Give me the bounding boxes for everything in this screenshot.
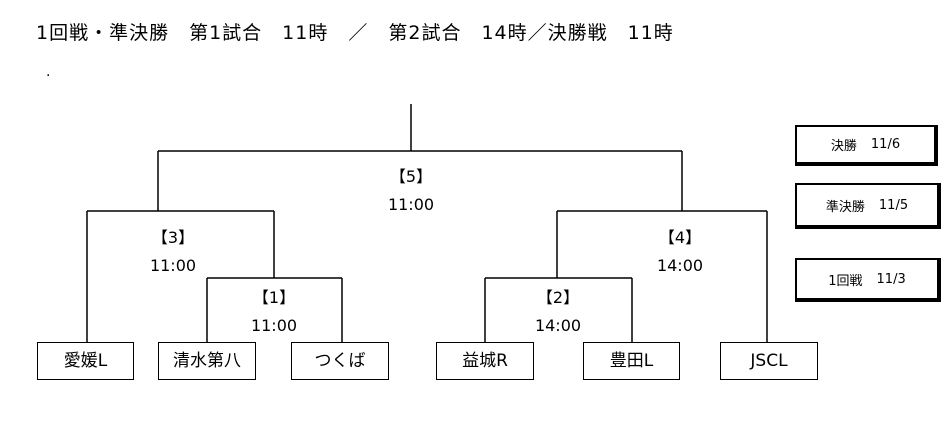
team-box-shimizu: 清水第八 bbox=[158, 342, 256, 380]
match-2-time: 14:00 bbox=[534, 316, 582, 335]
match-5-label: 【5】 bbox=[389, 167, 433, 186]
match-1-label: 【1】 bbox=[252, 288, 296, 307]
legend-final-round: 決勝 bbox=[830, 139, 857, 154]
team-box-jscl: JSCL bbox=[720, 342, 818, 380]
legend-round1-date: 11/3 bbox=[876, 271, 906, 287]
match-2-label: 【2】 bbox=[536, 288, 580, 307]
legend-semifinal-date: 11/5 bbox=[878, 197, 909, 213]
match-1: 【1】 11:00 bbox=[234, 284, 314, 340]
match-4-label: 【4】 bbox=[658, 228, 702, 247]
match-5-time: 11:00 bbox=[387, 195, 435, 214]
legend-final: 決勝 11/6 bbox=[795, 125, 938, 166]
match-2: 【2】 14:00 bbox=[518, 284, 598, 340]
match-4: 【4】 14:00 bbox=[640, 224, 720, 280]
legend-semifinal-round: 準決勝 bbox=[825, 199, 865, 215]
match-1-time: 11:00 bbox=[250, 316, 298, 335]
team-box-tsukuba: つくば bbox=[291, 342, 389, 380]
legend-round1: 1回戦 11/3 bbox=[795, 258, 941, 302]
match-3-label: 【3】 bbox=[151, 228, 195, 247]
stray-dot: . bbox=[46, 64, 51, 80]
team-box-ehime: 愛媛L bbox=[37, 342, 134, 380]
team-box-mashiki: 益城R bbox=[436, 342, 534, 380]
match-3: 【3】 11:00 bbox=[133, 224, 213, 280]
page-title: 1回戦・準決勝 第1試合 11時 ／ 第2試合 14時／決勝戦 11時 bbox=[36, 22, 674, 44]
match-3-time: 11:00 bbox=[149, 256, 197, 275]
match-4-time: 14:00 bbox=[656, 256, 704, 275]
legend-semifinal: 準決勝 11/5 bbox=[795, 183, 941, 229]
match-5: 【5】 11:00 bbox=[371, 163, 451, 219]
legend-final-date: 11/6 bbox=[870, 137, 901, 152]
team-box-toyota: 豊田L bbox=[583, 342, 680, 380]
legend-round1-round: 1回戦 bbox=[828, 273, 863, 289]
